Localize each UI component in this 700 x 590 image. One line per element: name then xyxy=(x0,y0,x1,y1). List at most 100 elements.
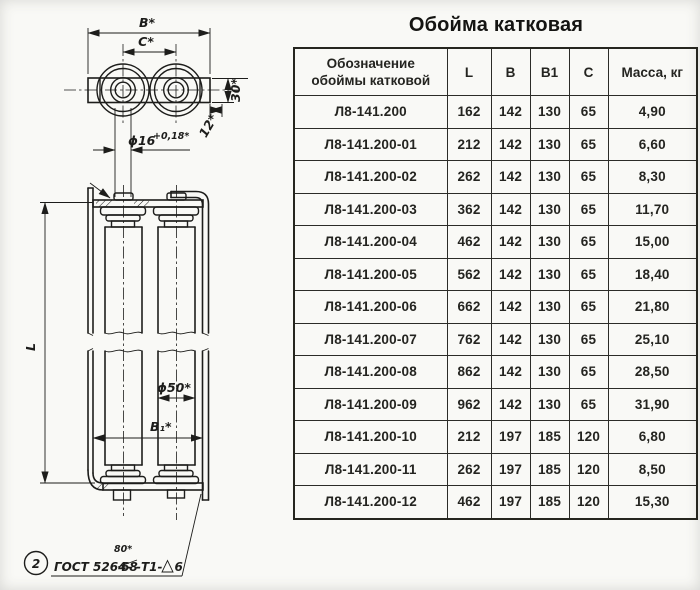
value-cell: 65 xyxy=(568,257,609,291)
value-cell: 462 xyxy=(446,225,492,259)
value-cell: 662 xyxy=(446,290,492,324)
gost-superseded: 68 xyxy=(121,560,138,574)
value-cell: 28,50 xyxy=(607,355,698,389)
value-cell: 65 xyxy=(568,355,609,389)
dim-12-label: 12* xyxy=(196,111,221,140)
column-header: Масса, кг xyxy=(607,47,698,96)
right-roller xyxy=(152,206,200,485)
value-cell: 562 xyxy=(446,257,492,291)
dim-b1-label: B₁* xyxy=(150,419,172,434)
value-cell: 142 xyxy=(490,322,531,356)
designation-cell: Л8-141.200-02 xyxy=(293,160,448,194)
value-cell: 65 xyxy=(568,160,609,194)
dim-30-label: 30* xyxy=(228,78,243,102)
designation-cell: Л8-141.200 xyxy=(293,95,448,129)
designation-cell: Л8-141.200-01 xyxy=(293,127,448,161)
value-cell: 65 xyxy=(568,225,609,259)
value-cell: 120 xyxy=(568,452,609,486)
bottom-plate xyxy=(97,482,204,501)
value-cell: 197 xyxy=(490,452,531,486)
value-cell: 130 xyxy=(529,192,570,226)
top-view-centerlines xyxy=(64,44,242,126)
designation-cell: Л8-141.200-10 xyxy=(293,420,448,454)
value-cell: 31,90 xyxy=(607,387,698,421)
dia50-label: ϕ50* xyxy=(157,380,191,395)
bolt-head xyxy=(112,489,132,501)
value-cell: 185 xyxy=(529,485,570,519)
dia16-label: ϕ16 xyxy=(128,133,156,148)
dimension-30: 30* xyxy=(212,78,248,103)
value-cell: 212 xyxy=(446,420,492,454)
column-header: Обозначение обоймы катковой xyxy=(293,47,448,96)
weld-leader xyxy=(89,182,111,199)
designation-cell: Л8-141.200-12 xyxy=(293,485,448,519)
dimension-b: B* xyxy=(87,15,211,74)
designation-cell: Л8-141.200-11 xyxy=(293,452,448,486)
weld-leg-size: 6 xyxy=(175,560,183,574)
value-cell: 362 xyxy=(446,192,492,226)
spec-pane: Обойма катковая Обозначение обоймы катко… xyxy=(292,0,700,520)
column-header: L xyxy=(446,47,492,96)
value-cell: 142 xyxy=(490,290,531,324)
value-cell: 130 xyxy=(529,387,570,421)
left-plate xyxy=(87,187,104,491)
value-cell: 197 xyxy=(490,420,531,454)
designation-cell: Л8-141.200-06 xyxy=(293,290,448,324)
value-cell: 142 xyxy=(490,225,531,259)
designation-cell: Л8-141.200-04 xyxy=(293,225,448,259)
value-cell: 120 xyxy=(568,485,609,519)
designation-cell: Л8-141.200-08 xyxy=(293,355,448,389)
front-view-centerlines xyxy=(123,185,177,520)
weld-symbol-icon xyxy=(161,559,174,573)
value-cell: 142 xyxy=(490,257,531,291)
value-cell: 130 xyxy=(529,160,570,194)
gost-prefix: ГОСТ 5264- xyxy=(54,560,131,574)
value-cell: 6,60 xyxy=(607,127,698,161)
weld-hatch xyxy=(97,483,109,490)
value-cell: 65 xyxy=(568,387,609,421)
value-cell: 130 xyxy=(529,290,570,324)
value-cell: 962 xyxy=(446,387,492,421)
gost-suffix: -Т1- xyxy=(136,560,163,574)
value-cell: 142 xyxy=(490,387,531,421)
dim-l-label: L xyxy=(23,343,38,351)
value-cell: 65 xyxy=(568,290,609,324)
value-cell: 15,30 xyxy=(607,485,698,519)
value-cell: 4,90 xyxy=(607,95,698,129)
gost-correction: 80* xyxy=(114,544,132,555)
weld-hatch xyxy=(96,200,112,207)
front-view xyxy=(87,182,210,520)
value-cell: 65 xyxy=(568,127,609,161)
dim-b-label: B* xyxy=(139,15,156,30)
value-cell: 130 xyxy=(529,225,570,259)
item-number-balloon xyxy=(23,550,49,576)
gost-weld-note: 2 ГОСТ 5264- 68 80* -Т1- 6 xyxy=(23,493,202,577)
dimension-l: L xyxy=(23,202,95,484)
break-lines xyxy=(87,331,209,353)
value-cell: 25,10 xyxy=(607,322,698,356)
item-number: 2 xyxy=(32,557,40,571)
column-header: C xyxy=(568,47,609,96)
value-cell: 142 xyxy=(490,95,531,129)
value-cell: 130 xyxy=(529,127,570,161)
dimension-c: C* xyxy=(122,34,177,56)
value-cell: 197 xyxy=(490,485,531,519)
designation-cell: Л8-141.200-09 xyxy=(293,387,448,421)
designation-cell: Л8-141.200-03 xyxy=(293,192,448,226)
page-title: Обойма катковая xyxy=(408,14,584,36)
value-cell: 65 xyxy=(568,192,609,226)
